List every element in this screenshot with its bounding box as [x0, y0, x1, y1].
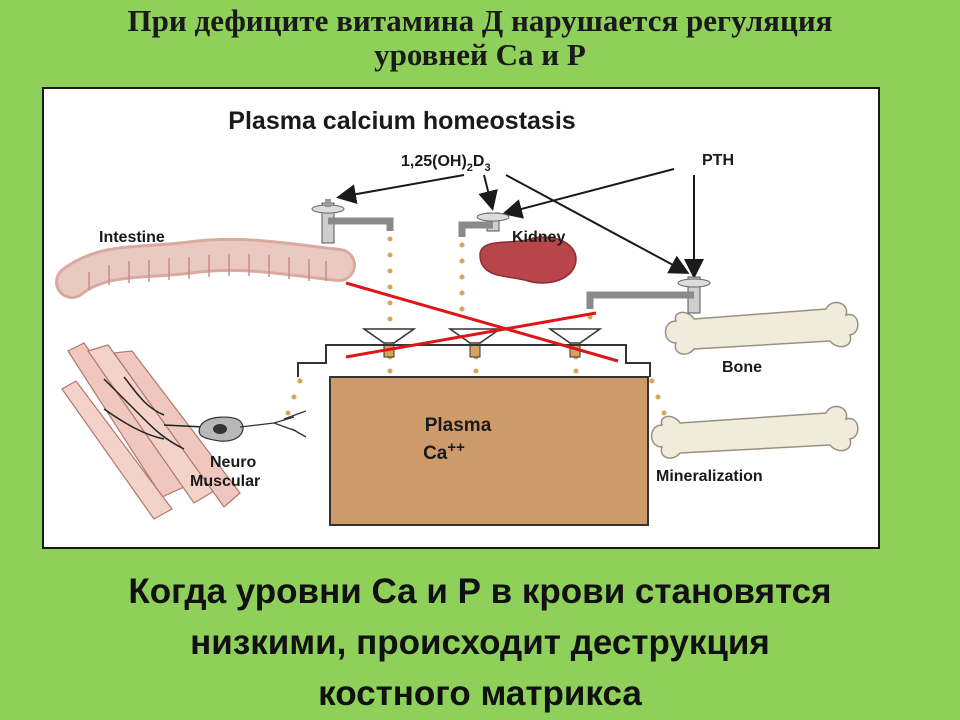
arrow-vitd-to-bone	[505, 174, 690, 274]
neuron-icon	[198, 410, 307, 442]
caption-line-2: низкими, происходит деструкция	[190, 623, 770, 662]
arrow-vitd-to-intestine	[336, 174, 465, 205]
plasma-label: Plasma	[425, 415, 492, 436]
kidney-faucet-icon	[458, 212, 510, 237]
plasma-ca-label: Ca++	[423, 439, 465, 464]
slide-title: При дефиците витамина Д нарушается регул…	[0, 4, 960, 72]
diagram-frame: Plasma calcium homeostasis 1,25(OH)2D3 P…	[42, 87, 880, 549]
muscle-cells-icon	[61, 342, 241, 520]
intestine-icon	[55, 237, 356, 299]
mineralization-label: Mineralization	[656, 468, 763, 485]
cross-line-1	[345, 281, 619, 363]
cross-line-2	[345, 311, 597, 359]
hormone-arrows	[336, 168, 704, 279]
pth-hormone-label: PTH	[702, 152, 734, 169]
bone-icon	[664, 301, 859, 355]
diagram-title: Plasma calcium homeostasis	[228, 107, 575, 135]
arrow-vitd-to-kidney	[478, 174, 498, 211]
muscular-label: Muscular	[190, 473, 260, 490]
intestine-label: Intestine	[99, 229, 165, 246]
neuro-label: Neuro	[210, 454, 256, 471]
mineralization-bone-icon	[650, 405, 859, 459]
bone-label: Bone	[722, 359, 762, 376]
vitamin-d-hormone-label: 1,25(OH)2D3	[401, 153, 491, 174]
intestine-faucet-icon	[311, 199, 394, 244]
slide-title-line-1: При дефиците витамина Д нарушается регул…	[127, 3, 833, 38]
arrow-pth-to-kidney	[502, 168, 675, 219]
bone-faucet-icon	[586, 276, 711, 314]
slide-title-line-2: уровней Са и Р	[374, 37, 586, 72]
slide-caption: Когда уровни Са и Р в крови становятся н…	[0, 566, 960, 719]
plasma-tank	[297, 344, 651, 526]
caption-line-3: костного матрикса	[318, 674, 642, 713]
plasma-calcium-diagram: Plasma calcium homeostasis 1,25(OH)2D3 P…	[55, 107, 859, 526]
red-cross-out	[345, 281, 619, 363]
kidney-label: Kidney	[512, 229, 565, 246]
caption-line-1: Когда уровни Са и Р в крови становятся	[128, 572, 832, 611]
kidney-icon	[479, 236, 577, 284]
